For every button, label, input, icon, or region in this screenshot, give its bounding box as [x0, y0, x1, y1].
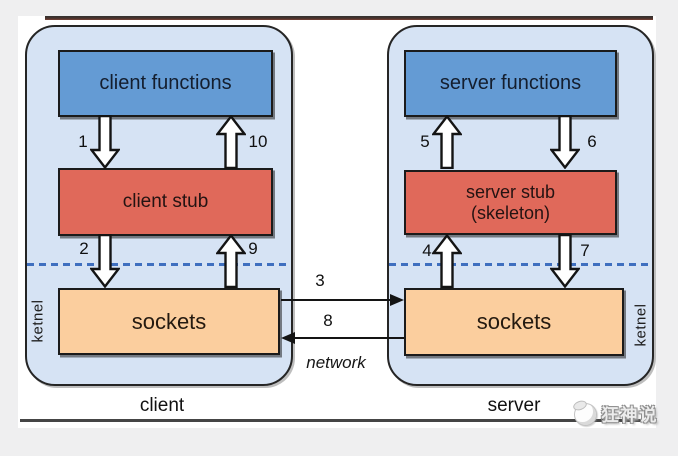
block-arrow-up-step-10: [216, 115, 246, 169]
step-label-10: 10: [248, 132, 268, 151]
network-request-line: [281, 298, 392, 302]
bottom-divider: [20, 419, 656, 422]
arrowhead-right-icon: [390, 293, 404, 306]
arrowhead-left-icon: [281, 331, 295, 344]
server-caption: server: [487, 395, 541, 416]
block-arrow-down-step-2: [90, 234, 120, 288]
client-stub-label: client stub: [122, 191, 209, 212]
step-label-6: 6: [587, 132, 597, 151]
server-stub-box: server stub (skeleton): [404, 170, 617, 235]
network-response-line: [293, 336, 404, 340]
step-label-9: 9: [248, 239, 258, 258]
block-arrow-up-step-4: [432, 234, 462, 288]
step-label-8: 8: [323, 311, 333, 330]
client-sockets-label: sockets: [131, 308, 207, 334]
server-sockets-label: sockets: [476, 309, 552, 334]
watermark: 狂神说: [570, 400, 678, 426]
watermark-logo-icon: [574, 403, 597, 426]
cropped-content-strip: [45, 16, 653, 20]
block-arrow-down-step-1: [90, 115, 120, 169]
network-label: network: [306, 353, 366, 372]
server-functions-label: server functions: [439, 72, 582, 94]
server-kernel-label: ketnel: [632, 303, 650, 347]
block-arrow-down-step-6: [550, 115, 580, 169]
step-label-7: 7: [580, 241, 590, 260]
client-kernel-boundary-line: [27, 263, 291, 266]
client-kernel-label: ketnel: [29, 299, 47, 343]
server-functions-box: server functions: [404, 50, 617, 117]
step-label-5: 5: [420, 132, 430, 151]
block-arrow-up-step-9: [216, 234, 246, 288]
server-sockets-box: sockets: [404, 288, 624, 356]
client-functions-label: client functions: [99, 72, 232, 94]
client-sockets-box: sockets: [58, 288, 280, 355]
block-arrow-down-step-7: [550, 234, 580, 288]
step-label-1: 1: [78, 132, 88, 151]
server-stub-label-line2: (skeleton): [470, 202, 550, 223]
client-stub-box: client stub: [58, 168, 273, 236]
step-label-3: 3: [315, 271, 325, 290]
step-label-4: 4: [422, 241, 432, 260]
server-stub-label-line1: server stub: [465, 181, 556, 202]
client-functions-box: client functions: [58, 50, 273, 117]
watermark-text: 狂神说: [601, 405, 658, 425]
client-caption: client: [139, 395, 185, 416]
step-label-2: 2: [79, 239, 89, 258]
server-kernel-boundary-line: [389, 263, 650, 266]
block-arrow-up-step-5: [432, 115, 462, 169]
